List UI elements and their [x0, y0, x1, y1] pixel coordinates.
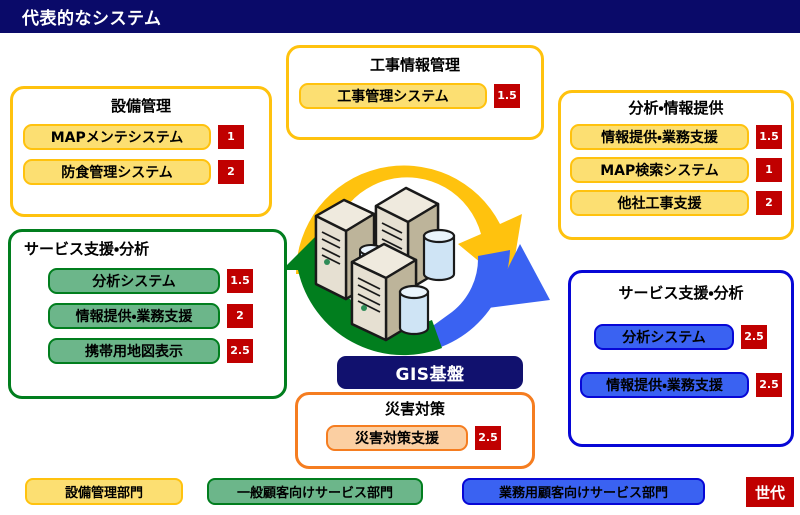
system-chip-disaster-support[interactable]: 災害対策支援 [326, 424, 468, 451]
system-chip-info-support-green[interactable]: 情報提供・業務支援 [48, 302, 220, 329]
legend-item-facility-dept: 設備管理部門 [25, 478, 183, 505]
generation-badge: 2.5 [741, 324, 767, 349]
system-chip-analysis-system-blue[interactable]: 分析システム [594, 323, 734, 350]
header-bar [0, 0, 800, 33]
group-service-support-blue[interactable]: サービス支援・分析 分析システム 2.5 情報提供・業務支援 2.5 [568, 270, 794, 447]
group-title-disaster: 災害対策 [384, 400, 445, 418]
generation-badge: 1.5 [756, 124, 782, 149]
list-item[interactable]: 災害対策支援 2.5 [326, 424, 522, 451]
generation-badge: 1.5 [227, 268, 253, 293]
system-chip-other-company-support[interactable]: 他社工事支援 [570, 189, 749, 216]
system-chip-construction-mgmt[interactable]: 工事管理システム [299, 82, 487, 109]
system-chip-analysis-system-green[interactable]: 分析システム [48, 267, 220, 294]
list-item[interactable]: MAP検索システム 1 [570, 156, 782, 183]
group-facility-management[interactable]: 設備管理 MAPメンテシステム 1 防食管理システム 2 [10, 86, 272, 217]
list-item[interactable]: 情報提供・業務支援 2 [48, 302, 274, 329]
generation-badge: 1.5 [494, 83, 520, 108]
generation-badge: 2.5 [227, 338, 253, 363]
group-disaster-countermeasure[interactable]: 災害対策 災害対策支援 2.5 [295, 392, 535, 469]
generation-badge: 1 [218, 124, 244, 149]
legend-item-general-customer-dept: 一般顧客向けサービス部門 [207, 478, 423, 505]
system-chip-mobile-map[interactable]: 携帯用地図表示 [48, 337, 220, 364]
legend-item-business-customer-dept: 業務用顧客向けサービス部門 [462, 478, 705, 505]
generation-badge: 2 [227, 303, 253, 328]
system-chip-map-mainte[interactable]: MAPメンテシステム [23, 123, 211, 150]
page-title: 代表的なシステム [22, 9, 162, 29]
gis-cycle-graphic [282, 152, 550, 367]
group-service-support-green[interactable]: サービス支援・分析 分析システム 1.5 情報提供・業務支援 2 携帯用地図表示… [8, 229, 287, 399]
group-title-facility: 設備管理 [110, 97, 171, 115]
arc-yellow-segment [295, 165, 522, 287]
server-stack-icon [314, 186, 456, 342]
system-chip-anticorrosion[interactable]: 防食管理システム [23, 158, 211, 185]
arc-blue-segment [394, 244, 550, 355]
list-item[interactable]: 分析システム 2.5 [580, 323, 782, 350]
list-item[interactable]: 携帯用地図表示 2.5 [48, 337, 274, 364]
gis-foundation-label: GIS基盤 [337, 356, 523, 389]
list-item[interactable]: MAPメンテシステム 1 [23, 123, 259, 150]
group-construction-info[interactable]: 工事情報管理 工事管理システム 1.5 [286, 45, 544, 140]
system-chip-info-support-blue[interactable]: 情報提供・業務支援 [580, 371, 749, 398]
generation-badge: 2.5 [756, 372, 782, 397]
group-title-service-green: サービス支援・分析 [24, 240, 150, 258]
group-title-service-blue: サービス支援・分析 [618, 284, 744, 302]
generation-badge: 1 [756, 157, 782, 182]
list-item[interactable]: 工事管理システム 1.5 [299, 82, 531, 109]
system-chip-info-support[interactable]: 情報提供・業務支援 [570, 123, 749, 150]
generation-badge: 2.5 [475, 425, 501, 450]
list-item[interactable]: 情報提供・業務支援 2.5 [580, 371, 782, 398]
list-item[interactable]: 他社工事支援 2 [570, 189, 782, 216]
list-item[interactable]: 防食管理システム 2 [23, 158, 259, 185]
system-chip-map-search[interactable]: MAP検索システム [570, 156, 749, 183]
group-analysis-info-provision[interactable]: 分析・情報提供 情報提供・業務支援 1.5 MAP検索システム 1 他社工事支援… [558, 90, 794, 240]
list-item[interactable]: 情報提供・業務支援 1.5 [570, 123, 782, 150]
list-item[interactable]: 分析システム 1.5 [48, 267, 274, 294]
group-title-analysis-info: 分析・情報提供 [628, 99, 724, 117]
legend-generation-label: 世代 [746, 477, 794, 507]
generation-badge: 2 [218, 159, 244, 184]
generation-badge: 2 [756, 190, 782, 215]
group-title-construction: 工事情報管理 [369, 56, 460, 74]
